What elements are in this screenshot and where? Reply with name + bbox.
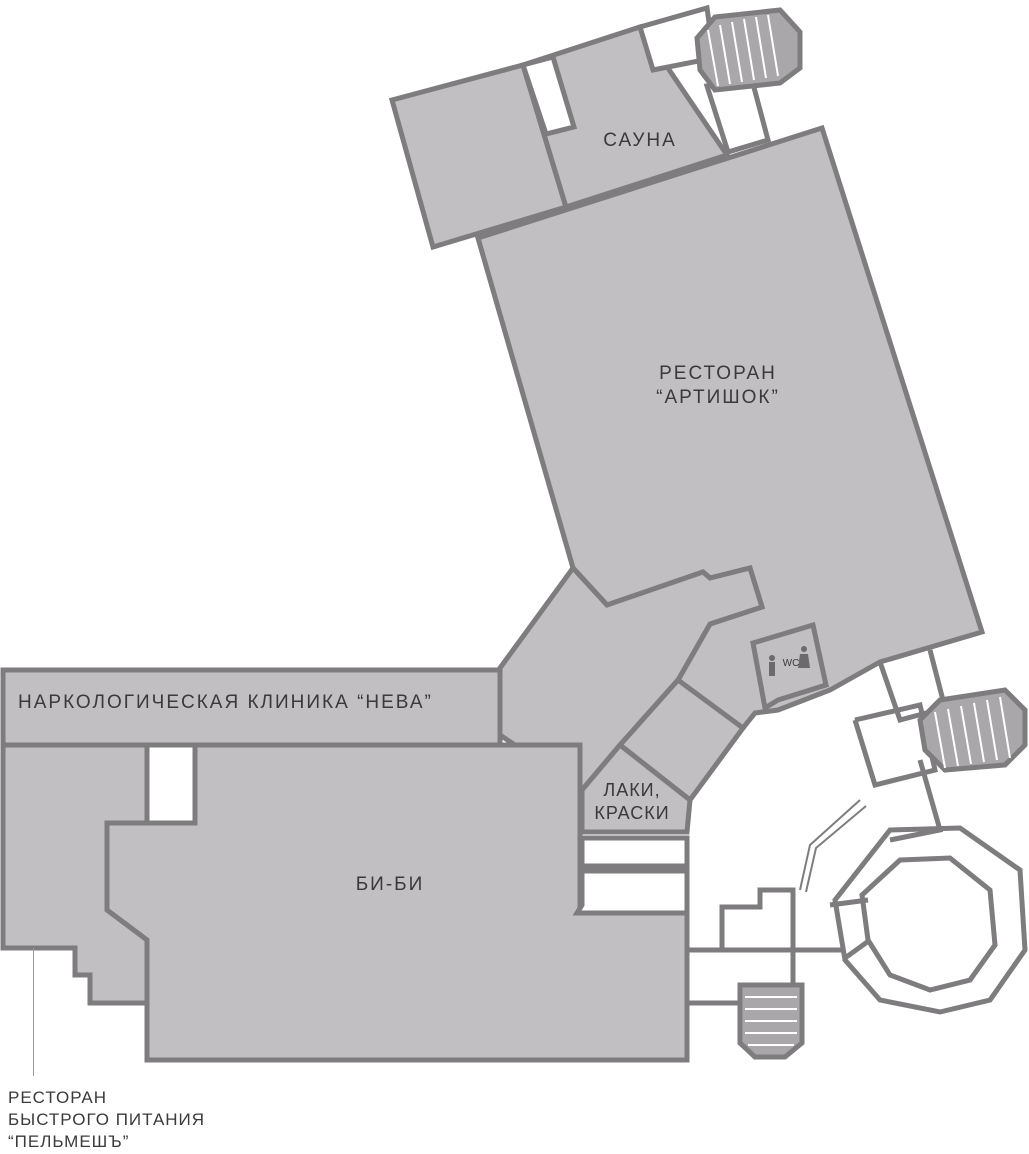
label-sauna: САУНА	[603, 130, 677, 151]
label-artishok: РЕСТОРАН “АРТИШОК”	[656, 363, 780, 408]
tower-outer	[832, 825, 1028, 1015]
tower-inner	[859, 855, 998, 993]
wc-icon	[769, 646, 810, 676]
sauna-corridor	[519, 53, 578, 137]
sauna-room[interactable]	[519, 24, 731, 211]
lower-right-room	[719, 887, 803, 988]
right-lobby-walls	[852, 702, 938, 789]
wc-room[interactable]	[750, 621, 829, 713]
staircase-icon-right	[917, 687, 1028, 773]
restaurant-pelmesh[interactable]	[0, 742, 150, 1006]
staircase-steps-right	[934, 696, 1011, 769]
label-wc: WC	[782, 658, 800, 669]
label-clinic-neva: НАРКОЛОГИЧЕСКАЯ КЛИНИКА “НЕВА”	[18, 692, 433, 713]
pelmesh-pointer-line	[33, 948, 34, 1076]
label-pelmesh: РЕСТОРАН БЫСТРОГО ПИТАНИЯ “ПЕЛЬМЕШЪ”	[8, 1088, 206, 1152]
laki-kraski-shop[interactable]	[579, 741, 693, 835]
staircase-steps	[707, 14, 779, 87]
tower-link	[799, 799, 861, 891]
tower-link-b	[805, 805, 867, 893]
label-bibi: БИ-БИ	[355, 874, 425, 895]
label-laki-kraski: ЛАКИ, КРАСКИ	[594, 780, 670, 823]
service-room-1	[579, 835, 690, 869]
staircase-steps-bottom	[745, 996, 797, 1046]
service-room-2	[572, 868, 690, 916]
